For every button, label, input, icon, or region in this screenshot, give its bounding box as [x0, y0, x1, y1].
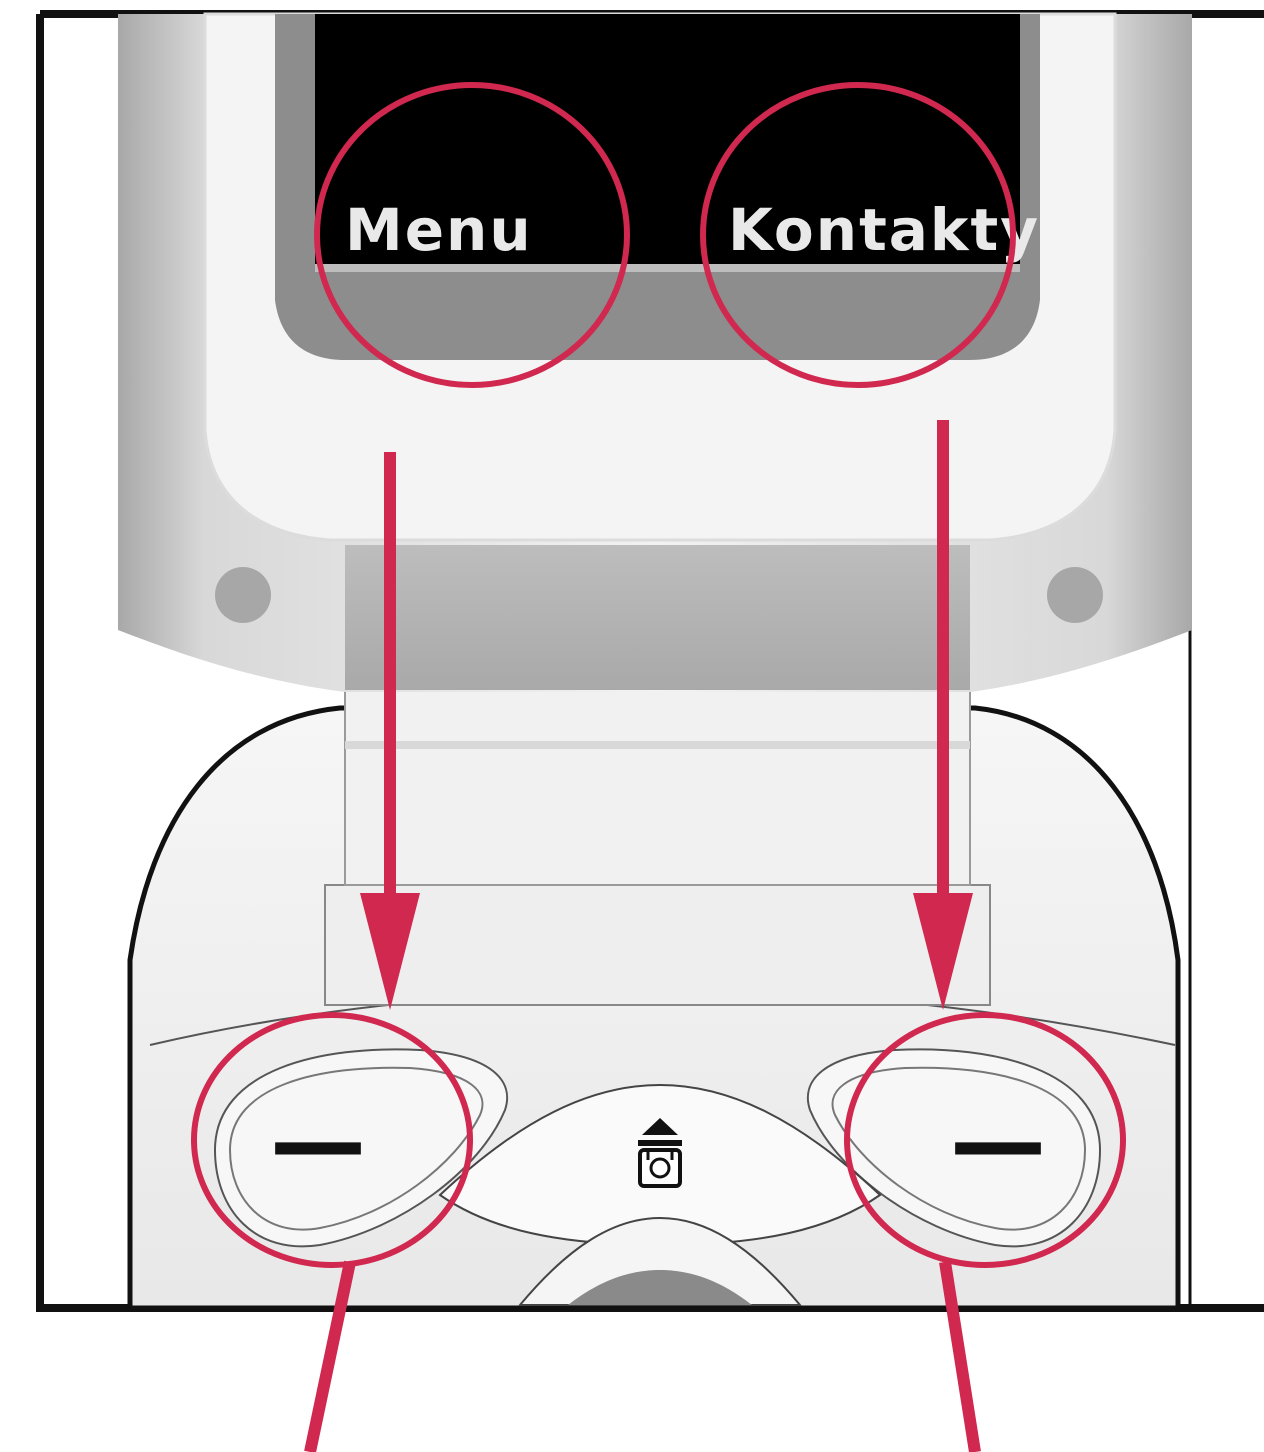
- left-softkey-symbol: —: [270, 1086, 366, 1198]
- phone-display: [275, 14, 1040, 360]
- right-softkey-label: Kontakty: [728, 196, 1040, 264]
- screw-left: [215, 567, 271, 623]
- phone-hinge: [345, 690, 970, 885]
- right-softkey-symbol: —: [950, 1086, 1046, 1198]
- left-softkey-label: Menu: [345, 196, 533, 264]
- screw-right: [1047, 567, 1103, 623]
